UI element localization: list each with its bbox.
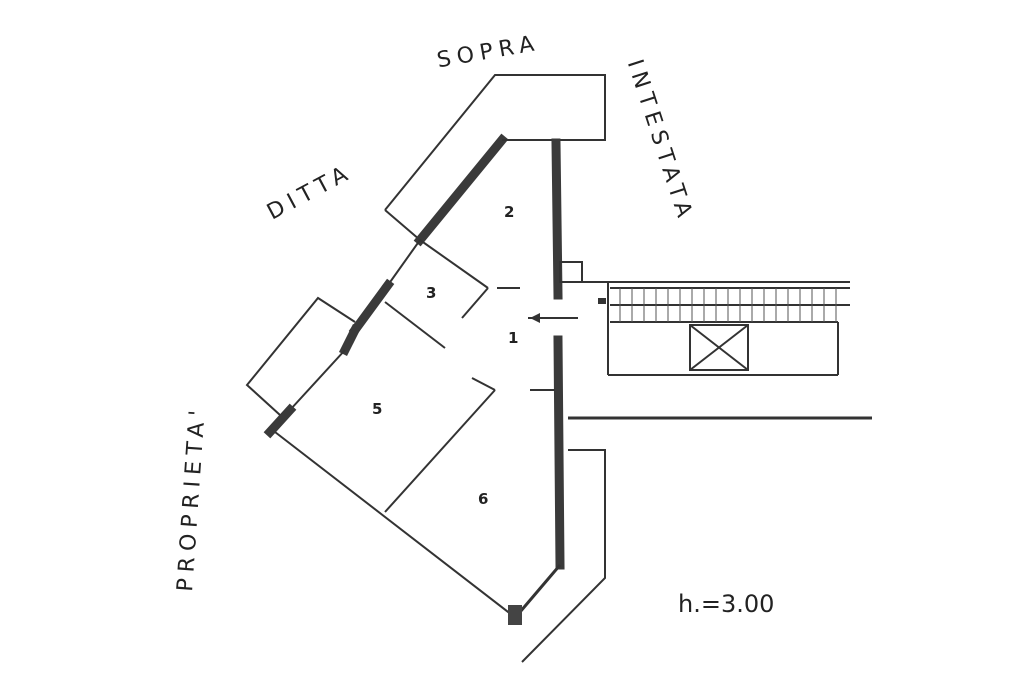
column [559,261,583,283]
room-label-1: 1 [508,329,518,347]
upper-bay-outline [384,74,606,241]
label-ditta: DITTA [263,159,357,225]
left-balcony-outline [245,296,356,416]
room-label-5: 5 [372,400,382,418]
room-label-3: 3 [426,284,436,302]
label-sopra: SOPRA [435,31,542,74]
room-label-6: 6 [478,490,488,508]
room-label-2: 2 [504,203,514,221]
label-intestata: INTESTATA [622,57,698,227]
ceiling-height-note: h.=3.00 [678,590,774,618]
interior-partitions [384,239,578,513]
label-proprieta: PROPRIETA' [173,403,211,592]
main-walls [263,133,565,613]
south-wall [274,431,522,625]
east-staircase [521,281,872,663]
